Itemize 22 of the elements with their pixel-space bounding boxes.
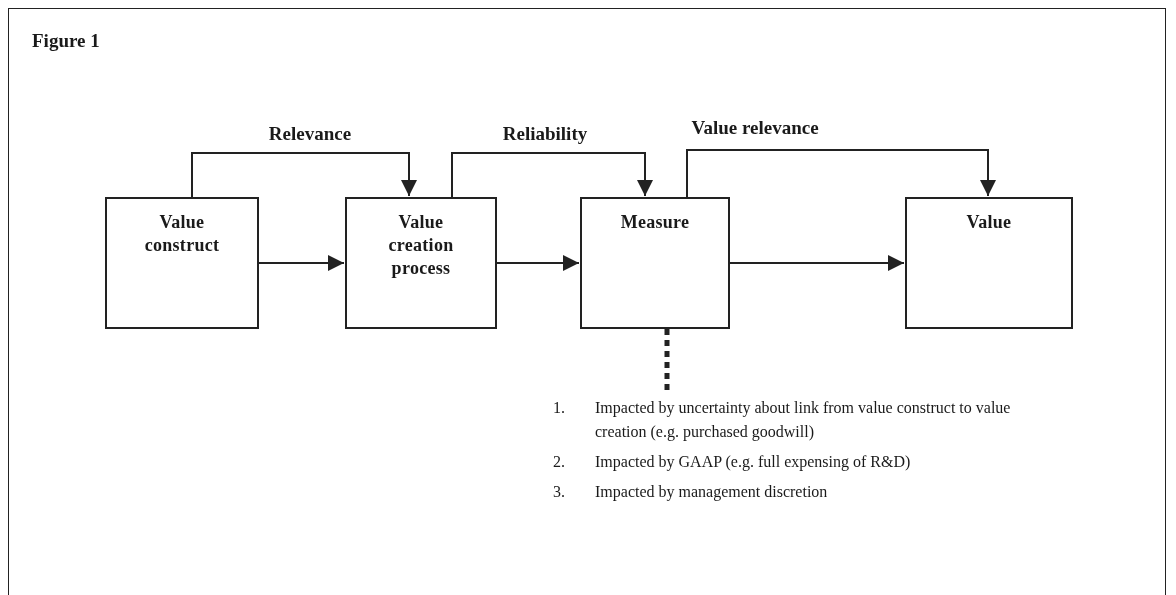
note-text: Impacted by management discretion bbox=[595, 482, 829, 503]
list-number: 3. bbox=[553, 482, 566, 502]
note-text: Impacted by uncertainty about link from value construct to value creation (e.g. purchased goodwill) bbox=[595, 398, 1012, 443]
list-number: 1. bbox=[553, 398, 566, 418]
box-label: Value bbox=[966, 211, 1012, 234]
note-text: Impacted by GAAP (e.g. full expensing of R&D) bbox=[595, 452, 912, 473]
process-box bbox=[580, 197, 730, 329]
process-box bbox=[105, 197, 259, 329]
box-label: Measure bbox=[620, 211, 690, 234]
arrow bbox=[729, 255, 905, 271]
dotted-line bbox=[664, 329, 670, 392]
arrow bbox=[258, 255, 345, 271]
process-box bbox=[345, 197, 497, 329]
arrow bbox=[496, 255, 580, 271]
process-box bbox=[905, 197, 1073, 329]
box-label: Value construct bbox=[143, 211, 221, 258]
figure-title: Figure 1 bbox=[32, 30, 100, 52]
arrow bbox=[451, 152, 653, 198]
box-label: Value creation process bbox=[387, 211, 455, 281]
arrow bbox=[686, 149, 996, 198]
list-number: 2. bbox=[553, 452, 566, 472]
arrow bbox=[191, 152, 417, 198]
